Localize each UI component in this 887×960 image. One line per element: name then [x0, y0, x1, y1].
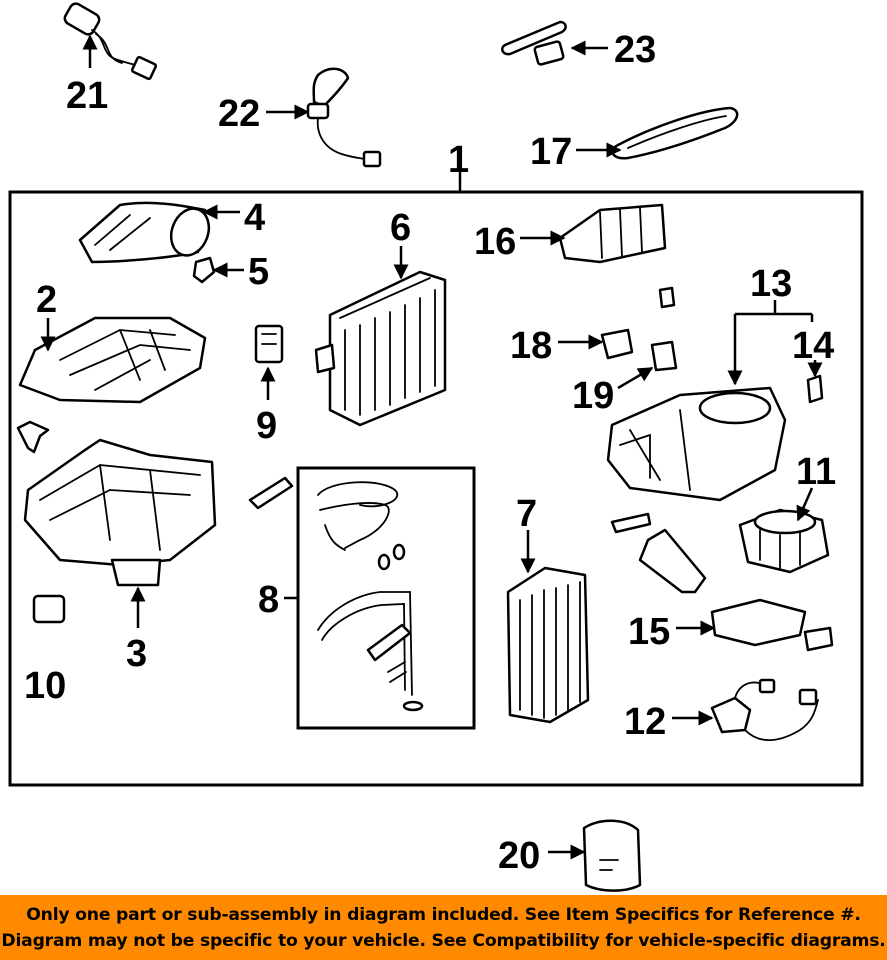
part-18-actuator	[600, 328, 634, 360]
part-19-actuator	[650, 340, 678, 372]
part-11-blower-motor	[738, 508, 830, 574]
part-22-sensor	[306, 67, 382, 168]
clip-part-4	[610, 512, 652, 534]
part-23-sensor	[501, 20, 567, 66]
callout-18: 18	[510, 325, 552, 367]
callout-19: 19	[572, 375, 614, 417]
leader-19	[617, 366, 654, 390]
callout-11: 11	[796, 451, 836, 493]
disclaimer-banner: Only one part or sub-assembly in diagram…	[0, 895, 887, 960]
part-2-upper-case	[18, 316, 207, 404]
part-4-duct	[78, 201, 211, 264]
callout-10: 10	[24, 665, 66, 707]
callout-15: 15	[628, 611, 670, 653]
callout-17: 17	[530, 131, 572, 173]
callout-22: 22	[218, 93, 260, 135]
part-10-actuator	[32, 594, 66, 624]
callout-1: 1	[448, 139, 469, 181]
part-21-sensor	[63, 2, 158, 81]
part-14-clip	[806, 374, 824, 404]
sub-assembly-box-8	[296, 466, 476, 730]
callout-14: 14	[792, 325, 834, 367]
disclaimer-line-2: Diagram may not be specific to your vehi…	[1, 930, 886, 951]
part-13-blower-case	[606, 386, 787, 502]
part-12-harness	[710, 678, 819, 742]
callout-23: 23	[614, 29, 656, 71]
bracket-part	[638, 528, 707, 594]
part-16-duct	[558, 203, 667, 264]
part-17-duct	[611, 106, 739, 160]
part-8-pipes	[317, 481, 424, 712]
parts-diagram: 21 22 23 17 1 4 5 2 6 16 13 14 18 19 9 1…	[8, 2, 864, 892]
callout-4: 4	[244, 197, 265, 239]
callout-3: 3	[126, 633, 147, 675]
callout-2: 2	[36, 279, 57, 321]
clip-part-3	[658, 286, 676, 309]
part-3-lower-case	[23, 438, 217, 587]
callout-20: 20	[498, 835, 540, 877]
assembly-box	[8, 190, 864, 787]
disclaimer-line-1: Only one part or sub-assembly in diagram…	[26, 904, 861, 925]
callout-12: 12	[624, 701, 666, 743]
callout-16: 16	[474, 221, 516, 263]
part-7-heater-core	[506, 566, 590, 724]
callout-9: 9	[256, 405, 277, 447]
leader-11	[796, 487, 814, 522]
callout-13: 13	[750, 263, 792, 305]
part-6-evaporator	[314, 270, 447, 427]
part-9-resistor	[254, 324, 284, 364]
callout-21: 21	[66, 75, 108, 117]
callout-5: 5	[248, 251, 269, 293]
callout-8: 8	[258, 579, 279, 621]
part-20-filter	[582, 819, 642, 892]
part-15-cover	[710, 598, 834, 652]
clip-part	[16, 420, 50, 454]
clip-part-2	[248, 476, 294, 510]
leader-13	[735, 300, 812, 384]
callout-6: 6	[390, 207, 411, 249]
part-5-clip	[192, 256, 216, 284]
callout-7: 7	[516, 493, 537, 535]
